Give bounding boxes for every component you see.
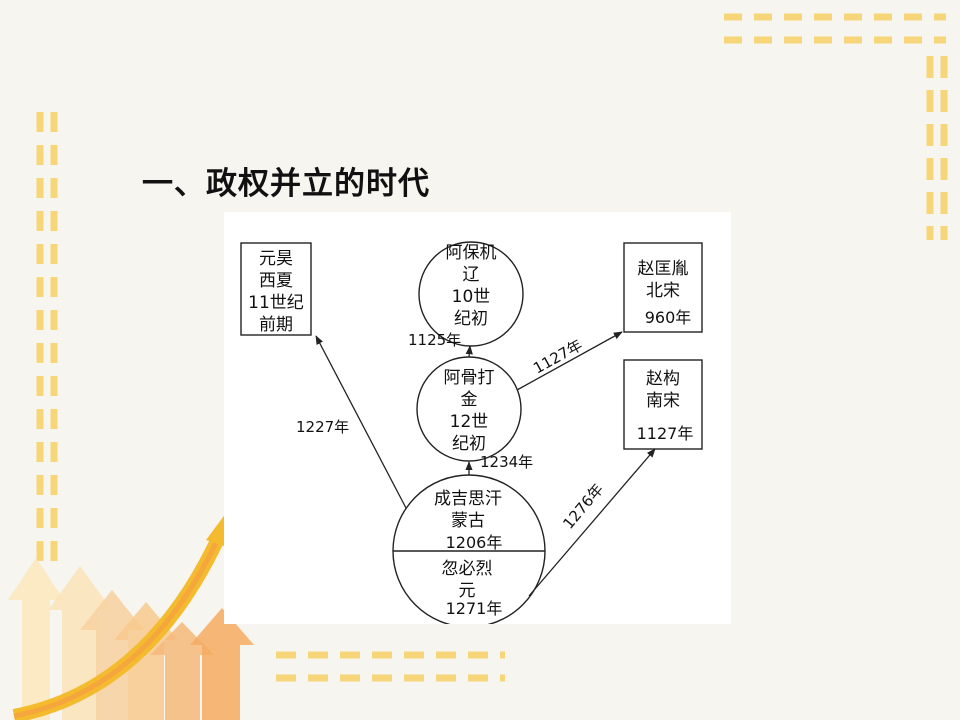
arrow-yuan-to-nansong — [528, 448, 656, 597]
liao-label-2: 辽 — [463, 265, 480, 285]
growth-arrows-graphic — [8, 505, 254, 720]
beisong-label-2: 北宋 — [646, 281, 680, 301]
yuan-label-1: 忽必烈 — [442, 559, 493, 579]
xixia-label-3: 11世纪 — [248, 293, 304, 313]
xixia-label-4: 前期 — [259, 315, 293, 335]
diagram-panel: 元昊 西夏 11世纪 前期 阿保机 辽 10世 纪初 赵匡胤 北宋 960年 阿… — [224, 212, 731, 624]
menggu-label-2: 蒙古 — [451, 511, 485, 531]
arrow-label-1227: 1227年 — [296, 418, 349, 436]
nansong-box — [623, 359, 703, 450]
arrow-menggu-to-xixia — [315, 335, 407, 509]
liao-label-4: 纪初 — [454, 309, 488, 329]
liao-label-1: 阿保机 — [446, 243, 497, 263]
beisong-label-3: 960年 — [645, 308, 692, 327]
xixia-label-2: 西夏 — [259, 271, 293, 291]
arrow-label-1125: 1125年 — [408, 331, 461, 349]
arrow-jin-to-beisong — [516, 331, 623, 391]
yuan-label-3: 1271年 — [446, 599, 503, 618]
jin-label-2: 金 — [461, 390, 478, 410]
yuan-label-2: 元 — [459, 581, 476, 601]
jin-label-3: 12世 — [450, 412, 489, 432]
nansong-label-3: 1127年 — [637, 424, 694, 443]
menggu-label-1: 成吉思汗 — [434, 489, 502, 509]
liao-label-3: 10世 — [452, 287, 491, 307]
menggu-label-3: 1206年 — [446, 533, 503, 552]
jin-label-4: 纪初 — [452, 434, 486, 454]
arrow-jin-to-liao — [465, 345, 473, 358]
beisong-label-1: 赵匡胤 — [638, 259, 689, 279]
beisong-box — [623, 242, 703, 333]
slide-title: 一、政权并立的时代 — [142, 166, 430, 202]
arrow-label-1234: 1234年 — [480, 453, 533, 471]
jin-label-1: 阿骨打 — [444, 368, 495, 388]
xixia-label-1: 元昊 — [259, 249, 293, 269]
dashed-frame — [36, 13, 948, 682]
nansong-label-1: 赵构 — [646, 369, 680, 389]
arrow-label-1276: 1276年 — [559, 480, 607, 532]
regime-relations-diagram: 元昊 西夏 11世纪 前期 阿保机 辽 10世 纪初 赵匡胤 北宋 960年 阿… — [240, 241, 703, 624]
xixia-box — [240, 242, 312, 336]
nansong-label-2: 南宋 — [646, 391, 680, 411]
